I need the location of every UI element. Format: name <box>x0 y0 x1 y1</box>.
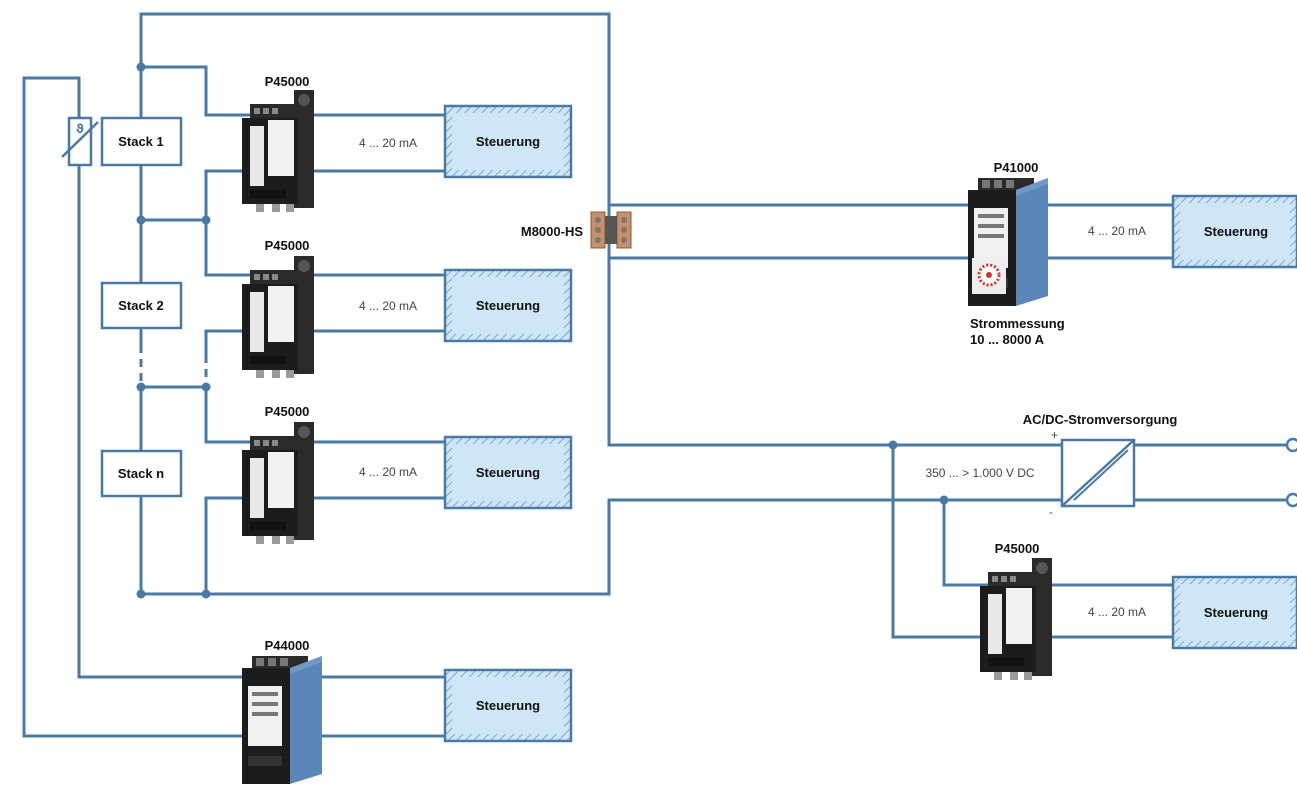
junction <box>136 62 146 72</box>
control-label: Steuerung <box>1204 224 1268 239</box>
signal-label: 4 ... 20 mA <box>1088 224 1146 238</box>
svg-text:ϑ: ϑ <box>76 122 84 136</box>
junction <box>201 589 211 599</box>
shunt-icon <box>590 211 632 249</box>
wire-stackn-bottom <box>139 494 1297 596</box>
minus-sign: - <box>1049 505 1053 519</box>
junction <box>136 215 146 225</box>
device-label-p45000: P45000 <box>265 74 310 89</box>
wire-ps-minus-down <box>942 498 1177 587</box>
junction <box>201 215 211 225</box>
p45000-device-icon <box>980 558 1052 680</box>
p45000-device-icon <box>242 422 314 544</box>
wire-ctrl2-bottom <box>204 329 447 357</box>
stack-n-box <box>100 449 183 498</box>
control-label: Steuerung <box>476 134 540 149</box>
signal-label: 4 ... 20 mA <box>359 136 417 150</box>
wire-ps-plus-down <box>891 443 1177 639</box>
p44000-device-icon <box>242 656 322 784</box>
control-box-3: Steuerung <box>443 435 573 510</box>
current-measurement-line2: 10 ... 8000 A <box>970 332 1045 347</box>
stack-2-label: Stack 2 <box>118 298 164 313</box>
p45000-device-icon <box>242 256 314 378</box>
device-label-p45000: P45000 <box>265 238 310 253</box>
control-label: Steuerung <box>476 298 540 313</box>
control-label: Steuerung <box>476 698 540 713</box>
ac-dc-converter-icon <box>1060 438 1136 508</box>
dial-icon <box>972 258 1006 294</box>
device-label-p45000: P45000 <box>265 404 310 419</box>
wire-ctrl2-top <box>204 218 447 277</box>
signal-label: 4 ... 20 mA <box>359 465 417 479</box>
p45000-device-icon <box>242 90 314 212</box>
control-box-4: Steuerung <box>443 668 573 743</box>
junction <box>136 589 146 599</box>
plus-sign: + <box>1051 428 1058 442</box>
signal-label: 4 ... 20 mA <box>359 299 417 313</box>
control-box-2: Steuerung <box>443 268 573 343</box>
wire-sensor-inner <box>77 163 447 679</box>
control-box-1: Steuerung <box>443 104 573 179</box>
wire-top-loop <box>139 12 1297 447</box>
voltage-label: 350 ... > 1.000 V DC <box>925 466 1034 480</box>
control-label: Steuerung <box>476 465 540 480</box>
wire-ctrln-top <box>204 385 447 444</box>
wire-ctrl1-bottom <box>204 169 447 222</box>
terminal-plus <box>1285 437 1297 453</box>
device-label-p44000: P44000 <box>265 638 310 653</box>
junction <box>939 495 949 505</box>
junction <box>201 382 211 392</box>
wire-stack1-top <box>139 65 447 117</box>
terminal-minus <box>1285 492 1297 508</box>
junction <box>888 440 898 450</box>
temperature-sensor-icon: ϑ <box>61 116 99 167</box>
control-box-6: Steuerung <box>1171 575 1297 650</box>
signal-label: 4 ... 20 mA <box>1088 605 1146 619</box>
stack-1-box <box>100 116 183 167</box>
stack-2-box <box>100 281 183 330</box>
device-label-p41000: P41000 <box>994 160 1039 175</box>
power-supply-title: AC/DC-Stromversorgung <box>1023 412 1178 427</box>
current-measurement-line1: Strommessung <box>970 316 1065 331</box>
device-label-p45000: P45000 <box>995 541 1040 556</box>
stack-1-label: Stack 1 <box>118 134 164 149</box>
wire-sensor-outer <box>22 76 447 738</box>
stack-n-label: Stack n <box>118 466 164 481</box>
junction <box>136 382 146 392</box>
shunt-label: M8000-HS <box>521 224 583 239</box>
wire-ctrln-bottom <box>204 496 447 596</box>
control-label: Steuerung <box>1204 605 1268 620</box>
control-box-5: Steuerung <box>1171 194 1297 269</box>
